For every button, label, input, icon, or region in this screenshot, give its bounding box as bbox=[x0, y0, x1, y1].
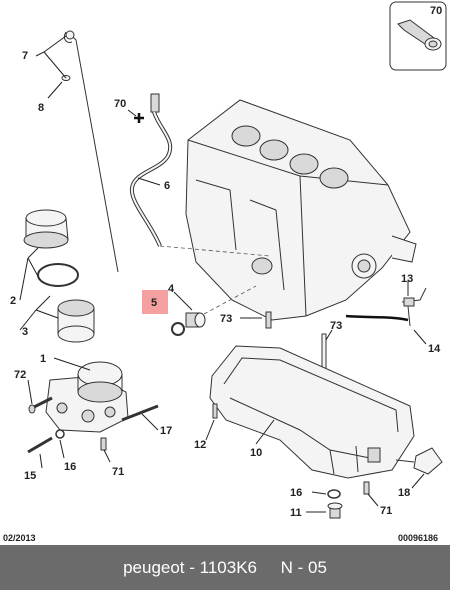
leader-16-right bbox=[311, 491, 327, 495]
bolt-icon bbox=[397, 19, 442, 51]
leader-1 bbox=[53, 357, 91, 371]
callout-6: 6 bbox=[164, 180, 170, 192]
dipstick-tube bbox=[129, 93, 173, 247]
callout-70: 70 bbox=[114, 98, 126, 110]
callout-13: 13 bbox=[401, 273, 413, 285]
callout-10: 10 bbox=[250, 447, 262, 459]
bolt-71-left bbox=[100, 437, 107, 451]
leader-7 bbox=[35, 35, 67, 79]
leader-16-left bbox=[59, 439, 65, 459]
leader-15 bbox=[39, 453, 43, 469]
leader-73-right bbox=[325, 329, 333, 341]
leader-10 bbox=[255, 419, 275, 445]
callout-8: 8 bbox=[38, 102, 44, 114]
callout-16-left: 16 bbox=[64, 461, 76, 473]
callout-11: 11 bbox=[290, 507, 302, 519]
temp-sensor bbox=[27, 429, 65, 454]
callout-73-right: 73 bbox=[330, 320, 342, 332]
leader-8 bbox=[47, 81, 63, 99]
callout-12: 12 bbox=[194, 439, 206, 451]
callout-73-left: 73 bbox=[220, 313, 232, 325]
callout-2: 2 bbox=[10, 295, 16, 307]
bolt-71-right bbox=[363, 481, 370, 495]
bolt-72 bbox=[28, 396, 53, 414]
leader-71-left bbox=[103, 449, 111, 463]
callout-18: 18 bbox=[398, 487, 410, 499]
caption-text: peugeot - 1103K6 N - 05 bbox=[123, 557, 327, 577]
dipstick bbox=[61, 30, 119, 273]
callout-7: 7 bbox=[22, 50, 28, 62]
tube-guide bbox=[159, 245, 271, 257]
bolt-12 bbox=[212, 403, 218, 419]
leader-17 bbox=[141, 413, 159, 431]
leader-4 bbox=[173, 291, 193, 311]
oil-pan bbox=[209, 345, 415, 479]
oil-filter-housing bbox=[45, 361, 159, 433]
bolt-73-left bbox=[265, 311, 272, 329]
callout-17: 17 bbox=[160, 425, 172, 437]
caption-bar: peugeot - 1103K6 N - 05 bbox=[0, 545, 450, 590]
footer-date: 02/2013 bbox=[3, 533, 36, 543]
engine-block bbox=[185, 99, 417, 321]
leader-72 bbox=[27, 379, 33, 405]
level-sensor bbox=[345, 287, 427, 327]
oil-pressure-plug bbox=[185, 312, 206, 328]
inset-panel: 70 bbox=[389, 1, 447, 71]
leader-12 bbox=[205, 419, 215, 441]
callout-5-highlight[interactable] bbox=[142, 290, 168, 314]
leader-6 bbox=[137, 177, 161, 186]
leader-18 bbox=[411, 473, 425, 489]
leader-14 bbox=[413, 329, 427, 345]
oil-level-sensor bbox=[395, 447, 443, 475]
leader-2 bbox=[19, 247, 41, 301]
callout-16-right: 16 bbox=[290, 487, 302, 499]
cross-fastener-icon bbox=[134, 113, 144, 123]
inset-label: 70 bbox=[430, 5, 442, 17]
footer-ref: 00096186 bbox=[398, 533, 438, 543]
callout-15: 15 bbox=[24, 470, 36, 482]
oil-filter-element bbox=[57, 299, 95, 343]
o-ring bbox=[37, 263, 79, 287]
plug-guide bbox=[203, 285, 257, 315]
callout-71-left: 71 bbox=[112, 466, 124, 478]
leader-70 bbox=[127, 109, 137, 117]
drain-plug bbox=[327, 502, 343, 519]
callout-72: 72 bbox=[14, 369, 26, 381]
callout-3: 3 bbox=[22, 326, 28, 338]
callout-1: 1 bbox=[40, 353, 46, 365]
callout-4: 4 bbox=[168, 283, 175, 295]
diagram-canvas: 70 7 8 70 6 bbox=[3, 1, 447, 543]
leader-71-right bbox=[367, 493, 379, 507]
seal-ring bbox=[171, 322, 185, 336]
leader-3 bbox=[19, 295, 59, 331]
callout-5[interactable]: 5 bbox=[151, 297, 157, 309]
callout-14: 14 bbox=[428, 343, 441, 355]
callout-71-right: 71 bbox=[380, 505, 392, 517]
drain-washer bbox=[327, 489, 341, 499]
oil-filter-cap bbox=[23, 209, 69, 249]
